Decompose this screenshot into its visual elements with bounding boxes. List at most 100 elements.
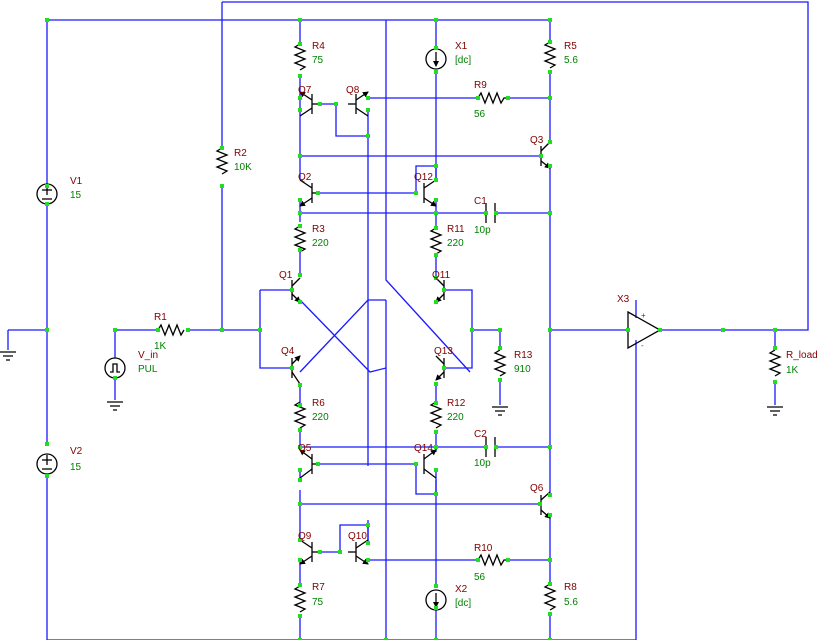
- label-r5-value: 5.6: [564, 55, 578, 66]
- junction-node: [494, 211, 498, 215]
- junction-node: [156, 328, 160, 332]
- junction-node: [318, 550, 322, 554]
- voltage-source-v2: [36, 453, 58, 475]
- transistor-q10: [348, 539, 369, 565]
- junction-node: [434, 18, 438, 22]
- junction-node: [548, 638, 552, 640]
- transistors: [291, 91, 551, 565]
- label-v1-ref: V1: [70, 176, 83, 187]
- junction-node: [538, 502, 542, 506]
- ground-icon: [767, 406, 783, 416]
- junction-node: [548, 493, 552, 497]
- label-q5-ref: Q5: [298, 443, 312, 454]
- junction-node: [434, 164, 438, 168]
- label-r7-value: 75: [312, 597, 324, 608]
- label-r6-value: 220: [312, 412, 329, 423]
- label-q1-ref: Q1: [279, 270, 293, 281]
- transistor-q12: [423, 179, 437, 207]
- junction-node: [434, 276, 438, 280]
- junction-node: [298, 248, 302, 252]
- grounds: [0, 351, 783, 416]
- label-r8-ref: R8: [564, 582, 577, 593]
- junction-node: [366, 523, 370, 527]
- junction-node: [434, 46, 438, 50]
- junction-node: [316, 462, 320, 466]
- junction-node: [434, 300, 438, 304]
- junction-node: [476, 96, 480, 100]
- label-c1-value: 10p: [474, 225, 491, 236]
- junction-node: [366, 541, 370, 545]
- label-c2-ref: C2: [474, 429, 487, 440]
- junction-node: [773, 346, 777, 350]
- junction-node: [113, 376, 117, 380]
- junction-node: [434, 178, 438, 182]
- label-q6-ref: Q6: [530, 483, 544, 494]
- label-q8-ref: Q8: [346, 85, 360, 96]
- label-q11-ref: Q11: [432, 270, 451, 281]
- junction-node: [548, 582, 552, 586]
- junction-node: [548, 140, 552, 144]
- label-c2-value: 10p: [474, 458, 491, 469]
- label-r2-value: 10K: [234, 162, 252, 173]
- current-source-x1: [425, 48, 447, 70]
- resistor-r7: [293, 585, 307, 613]
- label-c1-ref: C1: [474, 196, 487, 207]
- resistor-r5: [543, 41, 557, 69]
- label-q9-ref: Q9: [298, 531, 312, 542]
- junction-node: [498, 328, 502, 332]
- junction-node: [45, 328, 49, 332]
- junction-node: [434, 253, 438, 257]
- junction-node: [298, 383, 302, 387]
- junction-node: [548, 558, 552, 562]
- label-r11-value: 220: [447, 238, 464, 249]
- junction-node: [548, 18, 552, 22]
- junction-node: [220, 184, 224, 188]
- junction-node: [318, 102, 322, 106]
- junction-nodes: [45, 18, 777, 640]
- junction-node: [258, 328, 262, 332]
- label-q13-ref: Q13: [434, 346, 453, 357]
- resistor-r4: [293, 43, 307, 71]
- junction-node: [506, 558, 510, 562]
- junction-node: [220, 146, 224, 150]
- junction-node: [298, 198, 302, 202]
- junction-node: [434, 430, 438, 434]
- resistor-r6: [293, 401, 307, 429]
- junction-node: [290, 366, 294, 370]
- junction-node: [298, 638, 302, 640]
- junction-node: [298, 74, 302, 78]
- junction-node: [548, 612, 552, 616]
- pulse-source-vin: [104, 357, 126, 379]
- junction-node: [414, 191, 418, 195]
- junction-node: [298, 273, 302, 277]
- resistor-r13: [493, 349, 507, 377]
- label-r13-ref: R13: [514, 350, 533, 361]
- resistor-r8: [543, 583, 557, 611]
- resistor-r2: [215, 147, 229, 175]
- transistor-q9: [299, 539, 320, 565]
- junction-node: [414, 462, 418, 466]
- junction-node: [434, 382, 438, 386]
- junction-node: [334, 102, 338, 106]
- label-r2-ref: R2: [234, 148, 247, 159]
- junction-node: [366, 96, 370, 100]
- resistor-rload: [768, 349, 782, 377]
- label-q10-ref: Q10: [348, 531, 367, 542]
- junction-node: [548, 164, 552, 168]
- label-vin-value: PUL: [138, 364, 158, 375]
- junction-node: [506, 96, 510, 100]
- junction-node: [658, 328, 662, 332]
- label-x1-value: [dc]: [455, 55, 471, 66]
- junction-node: [366, 134, 370, 138]
- junction-node: [366, 108, 370, 112]
- junction-node: [298, 468, 302, 472]
- junction-node: [298, 18, 302, 22]
- junction-node: [45, 474, 49, 478]
- resistors: [157, 41, 782, 613]
- junction-node: [484, 211, 488, 215]
- junction-node: [298, 583, 302, 587]
- junction-node: [298, 614, 302, 618]
- junction-node: [476, 558, 480, 562]
- opamp-plus-label: +: [641, 311, 646, 320]
